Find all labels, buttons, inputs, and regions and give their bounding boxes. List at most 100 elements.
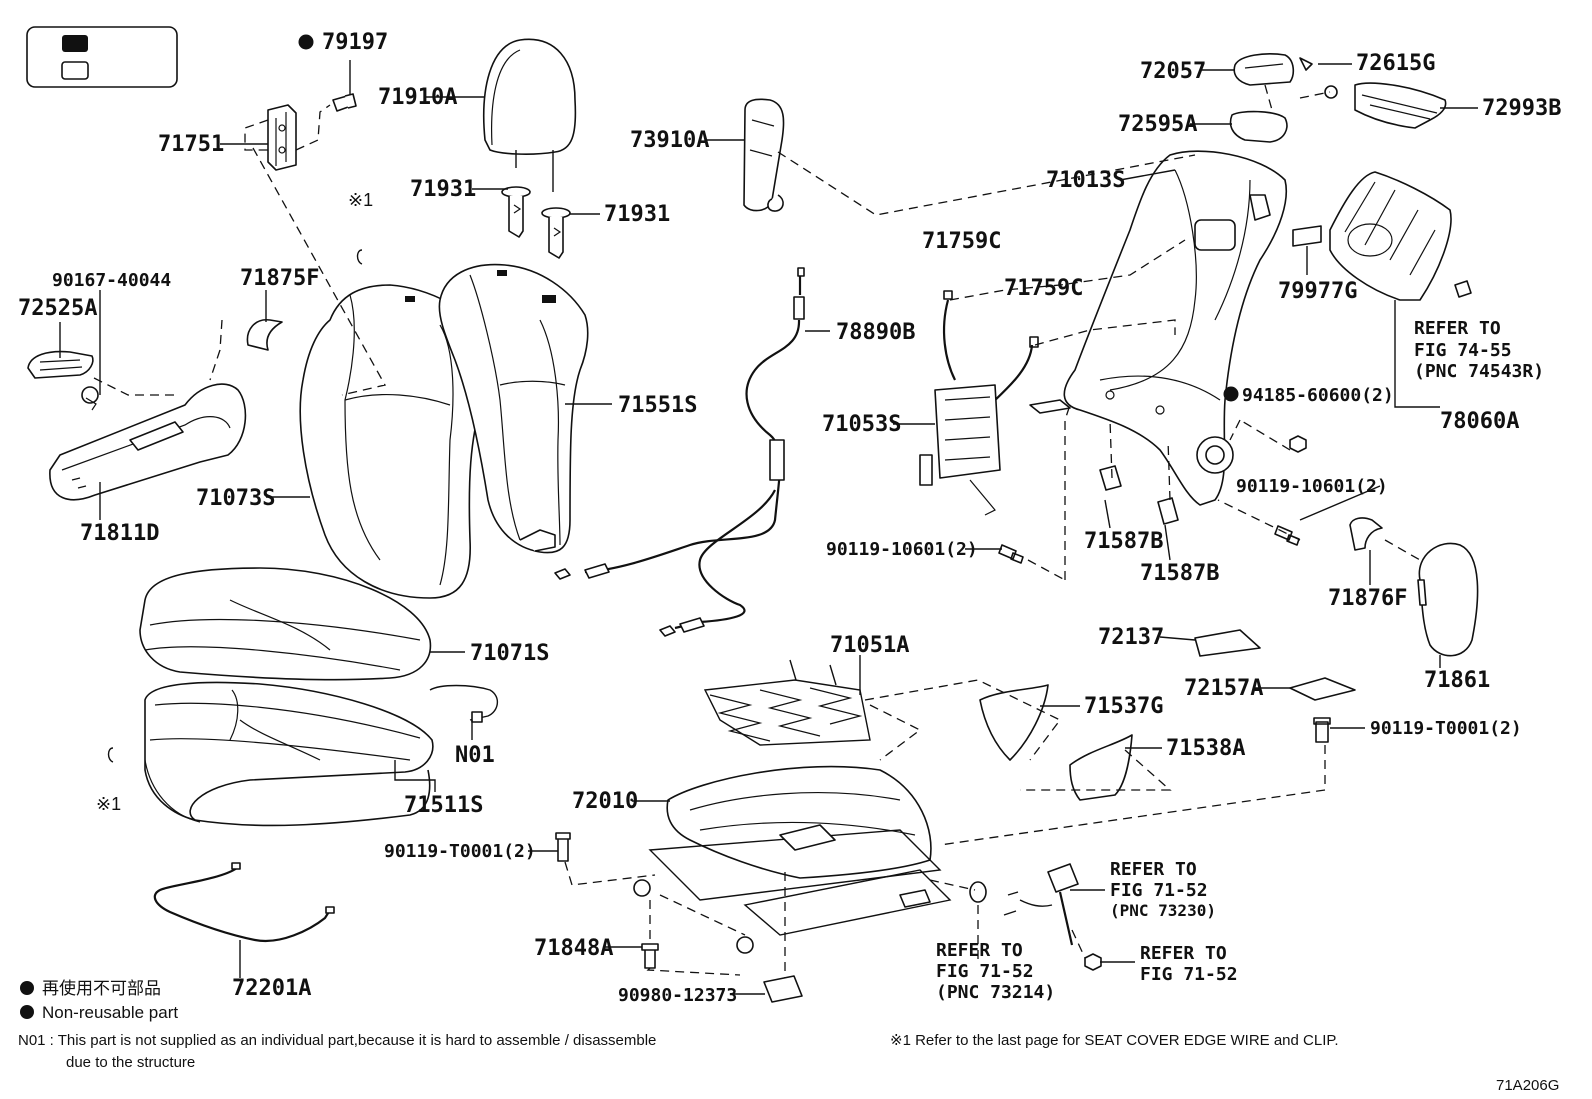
- label-71071S: 71071S: [470, 641, 549, 666]
- svg-text:(PNC 74543R): (PNC 74543R): [1414, 361, 1544, 382]
- bolt-90119-10601-left: [998, 544, 1024, 564]
- part-labels: 79197 71910A 71751 71931 71931 73910A ※1…: [18, 30, 1561, 1006]
- label-71013S: 71013S: [1046, 168, 1125, 193]
- label-72201A: 72201A: [232, 976, 311, 1001]
- svg-text:FIG 71-52: FIG 71-52: [1140, 964, 1238, 985]
- note-n01-line2: due to the structure: [66, 1054, 195, 1071]
- label-71751: 71751: [158, 132, 224, 157]
- label-71073S: 71073S: [196, 486, 275, 511]
- label-ref1-top: ※1: [348, 190, 373, 210]
- panel-71538A: [1069, 734, 1133, 801]
- shield-72137: [1194, 629, 1261, 657]
- label-N01: N01: [455, 743, 495, 768]
- note-ref1: ※1 Refer to the last page for SEAT COVER…: [890, 1032, 1339, 1049]
- label-71587B-1: 71587B: [1084, 529, 1163, 554]
- label-78890B: 78890B: [836, 320, 915, 345]
- side-shield-71811D: [27, 350, 247, 501]
- svg-text:REFER TO: REFER TO: [936, 940, 1023, 961]
- seatback-frame-71013S: [1029, 150, 1288, 506]
- edge-clip-top: [356, 249, 363, 265]
- trim-72595A: [1229, 110, 1288, 143]
- headrest-guide-2: [541, 207, 571, 259]
- label-79977G: 79977G: [1278, 279, 1357, 304]
- refer-fig-71-52: REFER TO FIG 71-52: [1140, 943, 1238, 985]
- label-71931-2: 71931: [604, 202, 670, 227]
- bracket-71751: [267, 104, 297, 171]
- svg-text:REFER TO: REFER TO: [1414, 318, 1501, 339]
- cover-71587B-2: [1157, 497, 1179, 525]
- label-71051A: 71051A: [830, 633, 909, 658]
- svg-text:FIG 74-55: FIG 74-55: [1414, 340, 1512, 361]
- legend-key-box: [26, 26, 178, 88]
- label-72010: 72010: [572, 789, 638, 814]
- label-72057: 72057: [1140, 59, 1206, 84]
- svg-text:REFER TO: REFER TO: [1140, 943, 1227, 964]
- label-71587B-2: 71587B: [1140, 561, 1219, 586]
- bolt-90119-T0001-left: [555, 832, 571, 862]
- bolt-79197: [298, 34, 357, 112]
- screw-71848A: [641, 943, 659, 969]
- release-cable-78890B: [554, 267, 805, 637]
- grommet-71759C-1: [943, 290, 953, 300]
- svg-text:FIG 71-52: FIG 71-52: [1110, 880, 1208, 901]
- label-71875F: 71875F: [240, 266, 319, 291]
- label-71759C-2: 71759C: [1004, 276, 1083, 301]
- back-board-78060A: [1329, 171, 1472, 301]
- nut-94185: [1223, 386, 1307, 453]
- label-72595A: 72595A: [1118, 112, 1197, 137]
- svg-text:(PNC 73214): (PNC 73214): [936, 982, 1055, 1003]
- label-72157A: 72157A: [1184, 676, 1263, 701]
- empty-box-symbol: [61, 61, 89, 80]
- label-90119-T0001-right: 90119-T0001(2): [1370, 718, 1522, 739]
- note-n01-line1: N01 : This part is not supplied as an in…: [18, 1032, 656, 1049]
- legend-jp: 再使用不可部品: [42, 978, 161, 998]
- legend-en: Non-reusable part: [42, 1003, 178, 1022]
- headrest-guide-1: [501, 186, 531, 238]
- label-90980-12373: 90980-12373: [618, 985, 737, 1006]
- panel-71537G: [979, 684, 1049, 761]
- label-71759C-1: 71759C: [922, 229, 1001, 254]
- label-90119-10601-right: 90119-10601(2): [1236, 476, 1388, 497]
- label-72615G: 72615G: [1356, 51, 1435, 76]
- seatback-pad-71551S: [438, 263, 589, 554]
- label-72993B: 72993B: [1482, 96, 1561, 121]
- cushion-cover-71071S: [139, 567, 432, 681]
- shield-72157A: [1289, 677, 1356, 701]
- assembly-dashes: [93, 84, 1421, 978]
- label-79197: 79197: [322, 30, 388, 55]
- label-71861: 71861: [1424, 668, 1490, 693]
- refer-fig-74-55: REFER TO FIG 74-55 (PNC 74543R): [1414, 318, 1544, 382]
- label-71511S: 71511S: [404, 793, 483, 818]
- leader-lines: [59, 63, 1478, 995]
- svg-text:FIG 71-52: FIG 71-52: [936, 961, 1034, 982]
- label-72525A: 72525A: [18, 296, 97, 321]
- edge-wire-72201A: [153, 862, 335, 943]
- label-79977G: [1292, 225, 1322, 247]
- label-71931-1: 71931: [410, 177, 476, 202]
- label-71538A: 71538A: [1166, 736, 1245, 761]
- label-72137: 72137: [1098, 625, 1164, 650]
- bolt-90119-T0001-right: [1313, 717, 1331, 743]
- label-ref1-left: ※1: [96, 794, 121, 814]
- label-71811D: 71811D: [80, 521, 159, 546]
- figure-code: 71A206G: [1496, 1077, 1559, 1094]
- cover-90980-12373: [763, 975, 803, 1003]
- non-reusable-legend: 再使用不可部品 Non-reusable part: [20, 978, 178, 1022]
- clip-72615G: [1299, 57, 1313, 71]
- spring-mat-71051A: [703, 659, 871, 746]
- refer-fig-71-52-pnc-73214: REFER TO FIG 71-52 (PNC 73214): [936, 940, 1055, 1003]
- trim-72057: [1233, 53, 1295, 86]
- side-airbag-73910A: [743, 98, 785, 212]
- label-71876F: 71876F: [1328, 586, 1407, 611]
- label-71537G: 71537G: [1084, 694, 1163, 719]
- bolt-90119-10601-right: [1274, 525, 1300, 546]
- label-71053S: 71053S: [822, 412, 901, 437]
- label-90167-40044: 90167-40044: [52, 270, 171, 291]
- clip-71876F: [1349, 517, 1383, 551]
- label-71910A: 71910A: [378, 85, 457, 110]
- cushion-pad-71511S: [144, 681, 498, 827]
- recliner-cover-71861: [1417, 542, 1479, 657]
- label-90119-T0001-left: 90119-T0001(2): [384, 841, 536, 862]
- svg-text:(PNC 73230): (PNC 73230): [1110, 901, 1216, 920]
